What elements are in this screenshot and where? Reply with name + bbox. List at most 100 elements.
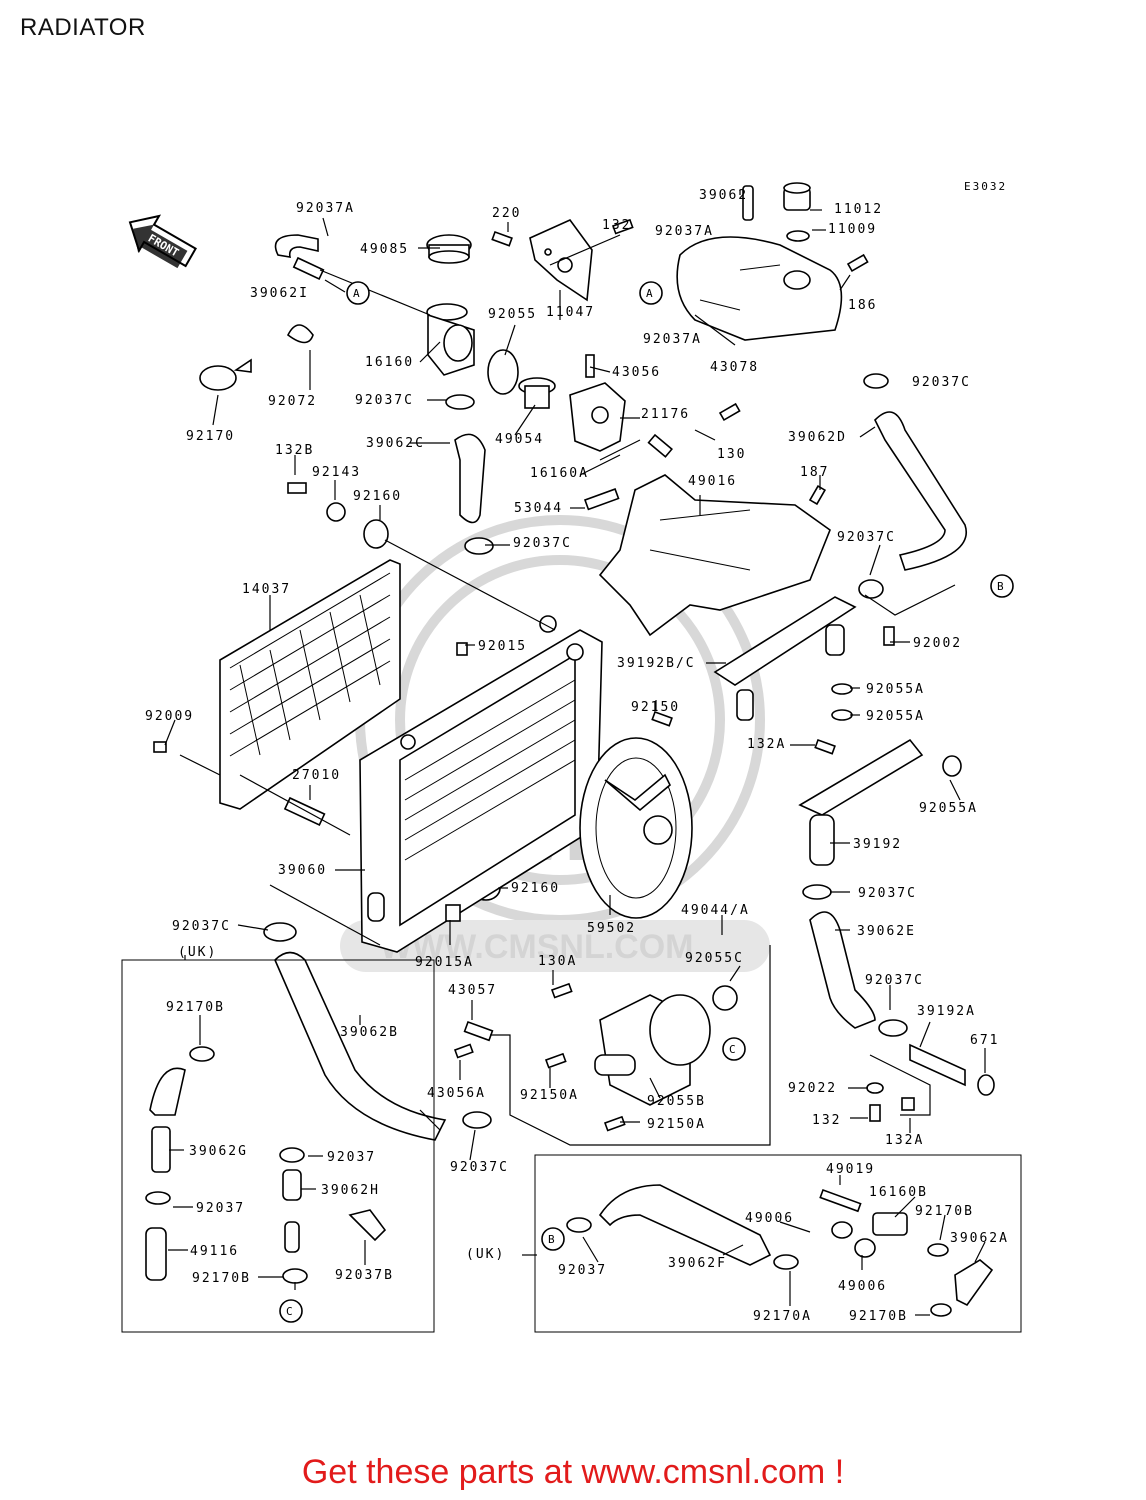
- filler-neck-drawing: [426, 303, 475, 376]
- uk-label-left: (UK): [178, 945, 217, 960]
- part-label-92037c-5: 92037C: [858, 886, 917, 901]
- part-label-92037c-6: 92037C: [172, 919, 231, 934]
- radiator-cap-drawing: [426, 234, 472, 264]
- pipe-39192BC-drawing: [713, 596, 857, 721]
- part-label-186: 186: [848, 298, 877, 313]
- part-label-92002: 92002: [913, 636, 962, 651]
- hoses-drawing: [274, 411, 967, 1141]
- part-label-11047: 11047: [546, 305, 595, 320]
- part-label-92015a: 92015A: [415, 955, 474, 970]
- part-label-39060: 39060: [278, 863, 327, 878]
- part-label-39192a: 39192A: [917, 1004, 976, 1019]
- part-label-92150a-1: 92150A: [520, 1088, 579, 1103]
- part-label-92055a-3: 92055A: [919, 801, 978, 816]
- uk-right-box: [534, 1154, 1022, 1333]
- hose-39062I-drawing: [274, 234, 325, 280]
- part-label-220: 220: [492, 206, 521, 221]
- part-label-39062e: 39062E: [857, 924, 916, 939]
- part-label-92015: 92015: [478, 639, 527, 654]
- part-label-92037c-3: 92037C: [837, 530, 896, 545]
- part-label-92143: 92143: [312, 465, 361, 480]
- part-label-39062b: 39062B: [340, 1025, 399, 1040]
- radiator-screen-drawing: [219, 559, 401, 810]
- callout-A-2: A: [646, 287, 655, 300]
- breather-pipe-drawing: [742, 185, 754, 221]
- part-label-92037-3: 92037: [558, 1263, 607, 1278]
- reservoir-tank-drawing: [676, 236, 843, 341]
- part-label-92160-1: 92160: [353, 489, 402, 504]
- part-label-132-1: 132: [602, 218, 631, 233]
- part-label-39192: 39192: [853, 837, 902, 852]
- part-label-49019: 49019: [826, 1162, 875, 1177]
- part-label-49054: 49054: [495, 432, 544, 447]
- part-label-92055a-2: 92055A: [866, 709, 925, 724]
- part-label-92037c-1: 92037C: [355, 393, 414, 408]
- water-pump-drawing: [463, 985, 738, 1106]
- part-label-49006-1: 49006: [745, 1211, 794, 1226]
- part-label-39062c: 39062C: [366, 436, 425, 451]
- part-label-132a-2: 132A: [885, 1133, 924, 1148]
- part-label-11009: 11009: [828, 222, 877, 237]
- callout-circles: A A B C C B: [279, 281, 1014, 1323]
- part-label-16160: 16160: [365, 355, 414, 370]
- o-ring-92055-drawing: [487, 349, 519, 395]
- thermostat-drawing: [518, 377, 556, 409]
- part-label-49006-2: 49006: [838, 1279, 887, 1294]
- page-title: RADIATOR: [20, 14, 146, 41]
- uk-left-box: [121, 959, 435, 1333]
- callout-C-1: C: [729, 1043, 738, 1056]
- part-label-92055c: 92055C: [685, 951, 744, 966]
- part-label-92037b: 92037B: [335, 1268, 394, 1283]
- part-label-187: 187: [800, 465, 829, 480]
- callout-B-1: B: [997, 580, 1006, 593]
- part-label-92037c-2: 92037C: [912, 375, 971, 390]
- callout-A-1: A: [353, 287, 362, 300]
- part-label-92072: 92072: [268, 394, 317, 409]
- part-label-49044a: 49044/A: [681, 903, 750, 918]
- part-label-49085: 49085: [360, 242, 409, 257]
- fan-drawing: [579, 737, 693, 919]
- thermostat-housing-drawing: [569, 354, 673, 458]
- part-label-16160a: 16160A: [530, 466, 589, 481]
- sensor-27010-drawing: [283, 796, 326, 826]
- footer-shop-link[interactable]: Get these parts at www.cmsnl.com !: [301, 1453, 845, 1491]
- part-label-132-2: 132: [812, 1113, 841, 1128]
- part-label-39062f: 39062F: [668, 1256, 727, 1271]
- pipe-39192-drawing: [798, 738, 962, 866]
- bolts-drawing: [153, 218, 915, 1132]
- part-label-92170a: 92170A: [753, 1309, 812, 1324]
- part-label-53044: 53044: [514, 501, 563, 516]
- part-label-43078: 43078: [710, 360, 759, 375]
- part-label-92055b: 92055B: [647, 1094, 706, 1109]
- part-label-92037c-4: 92037C: [513, 536, 572, 551]
- part-label-21176: 21176: [641, 407, 690, 422]
- part-label-39062i: 39062I: [250, 286, 309, 301]
- part-label-16160b: 16160B: [869, 1185, 928, 1200]
- part-label-92170b-4: 92170B: [849, 1309, 908, 1324]
- part-label-92160-2: 92160: [511, 881, 560, 896]
- part-label-132a-1: 132A: [747, 737, 786, 752]
- part-label-92037a-1: 92037A: [296, 201, 355, 216]
- part-label-43056a: 43056A: [427, 1086, 486, 1101]
- part-label-132b: 132B: [275, 443, 314, 458]
- part-label-92037a-3: 92037A: [643, 332, 702, 347]
- radiator-core-drawing: [359, 629, 603, 953]
- part-label-43056: 43056: [612, 365, 661, 380]
- pipe-39192A-drawing: [866, 1043, 995, 1096]
- part-label-130a: 130A: [538, 954, 577, 969]
- part-53044-drawing: [583, 488, 620, 511]
- part-label-92170b-3: 92170B: [915, 1204, 974, 1219]
- part-label-92022: 92022: [788, 1081, 837, 1096]
- part-label-39062g: 39062G: [189, 1144, 248, 1159]
- part-label-92055a-1: 92055A: [866, 682, 925, 697]
- part-label-14037: 14037: [242, 582, 291, 597]
- uk-label-right: (UK): [466, 1247, 505, 1262]
- part-label-92170: 92170: [186, 429, 235, 444]
- part-label-92170b-2: 92170B: [192, 1271, 251, 1286]
- part-label-11012: 11012: [834, 202, 883, 217]
- part-label-92037c-8: 92037C: [450, 1160, 509, 1175]
- tank-cap-drawing: [783, 182, 811, 242]
- part-label-39062-top: 39062: [699, 188, 748, 203]
- part-label-92037-1: 92037: [327, 1150, 376, 1165]
- part-label-39062d: 39062D: [788, 430, 847, 445]
